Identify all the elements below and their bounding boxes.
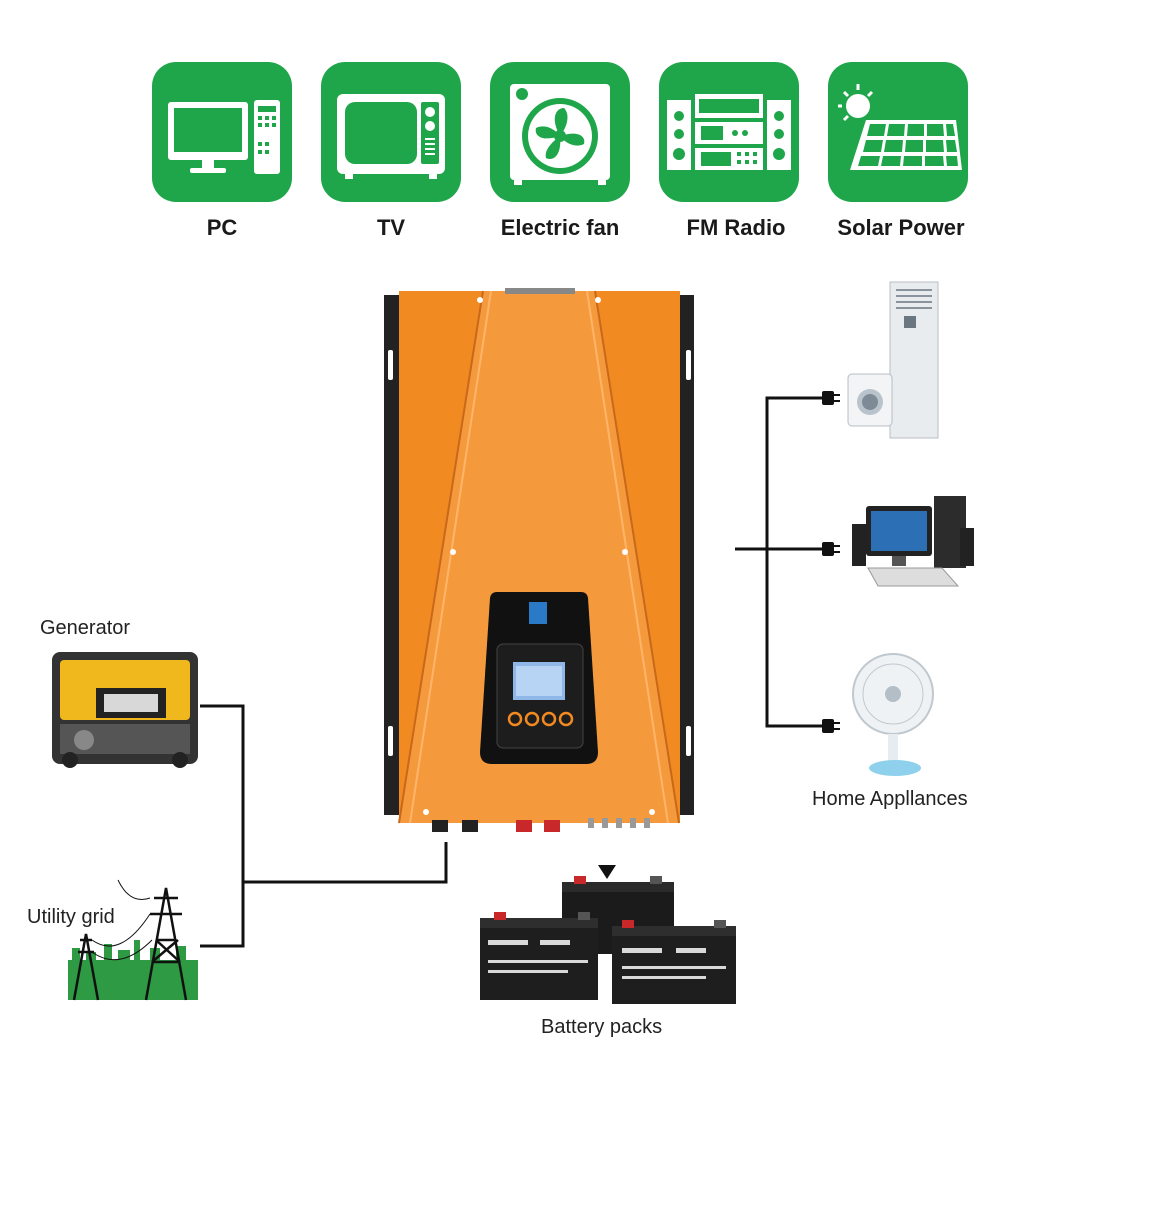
- inverter-unit: [384, 288, 694, 832]
- app-label-tv: TV: [376, 215, 406, 240]
- wiring: [200, 396, 822, 948]
- computer-icon: [852, 496, 974, 587]
- solar-panel-icon: [838, 84, 962, 170]
- fan-icon: [510, 84, 610, 185]
- battery-packs-icon: [480, 876, 736, 1004]
- radio-icon: [667, 94, 791, 170]
- utility-grid-label: Utility grid: [27, 906, 115, 928]
- arrow-down-icon: [598, 865, 616, 879]
- generator-label: Generator: [40, 617, 131, 639]
- app-tile-solar-power: [828, 62, 968, 202]
- tv-icon: [337, 94, 445, 179]
- app-label-electric-fan: Electric fan: [500, 215, 620, 240]
- app-tile-pc: [152, 62, 292, 202]
- app-label-solar-power: Solar Power: [837, 215, 965, 240]
- app-tile-fm-radio: [659, 62, 799, 202]
- app-label-pc: PC: [206, 215, 238, 240]
- app-tile-tv: [321, 62, 461, 202]
- app-label-fm-radio: FM Radio: [686, 215, 786, 240]
- air-conditioner-icon: [889, 281, 939, 439]
- electric-fan-appliance-icon: [852, 653, 934, 776]
- app-tile-electric-fan: [490, 62, 630, 202]
- monitor-icon: [168, 100, 280, 174]
- battery-packs-label: Battery packs: [541, 1016, 663, 1038]
- home-appliances-label: Home Appllances: [812, 788, 968, 810]
- utility-grid-icon: [68, 879, 198, 1001]
- washing-machine-icon: [847, 373, 893, 427]
- plug-icons: [822, 391, 840, 733]
- generator-icon: [52, 652, 198, 768]
